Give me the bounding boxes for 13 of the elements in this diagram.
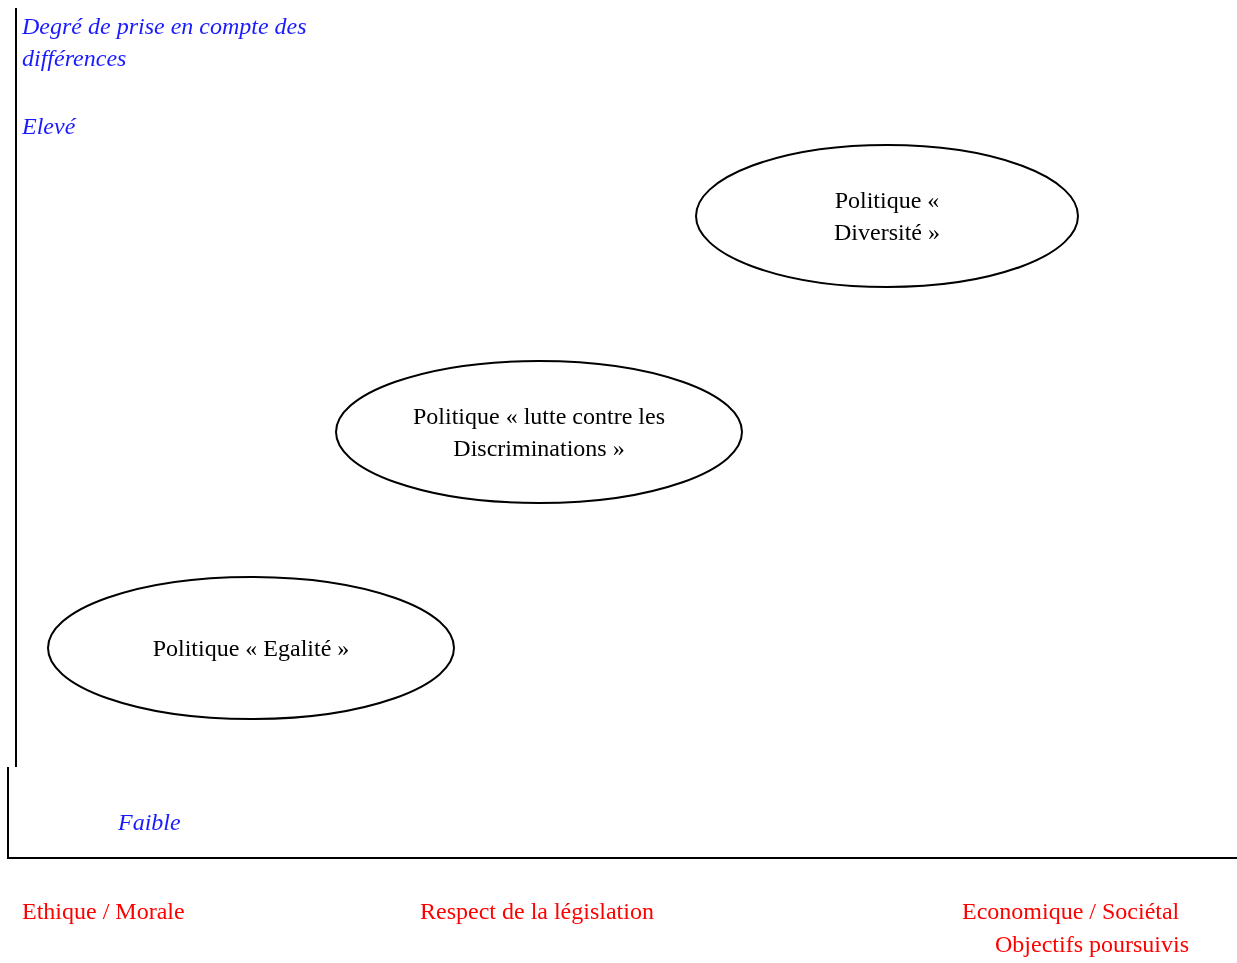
axis-tick-label: Elevé: [22, 112, 76, 141]
axis-title: Objectifs poursuivis: [995, 931, 1189, 958]
policy-ellipse: [335, 360, 743, 504]
axis-tick-label: Respect de la législation: [420, 898, 654, 925]
axis-title: Degré de prise en compte des différences: [22, 12, 308, 74]
policy-ellipse: [695, 144, 1079, 288]
axis-tick-label: Faible: [118, 808, 181, 837]
policy-label: Politique « Diversité »: [833, 185, 941, 247]
axis-tick-label: Ethique / Morale: [22, 898, 185, 925]
axis-tick-label: Economique / Sociétal: [962, 898, 1180, 925]
policy-label: Politique « lutte contre les Discriminations »: [412, 401, 666, 463]
policy-label: Politique « Egalité »: [151, 633, 351, 663]
policy-ellipse: [47, 576, 455, 720]
